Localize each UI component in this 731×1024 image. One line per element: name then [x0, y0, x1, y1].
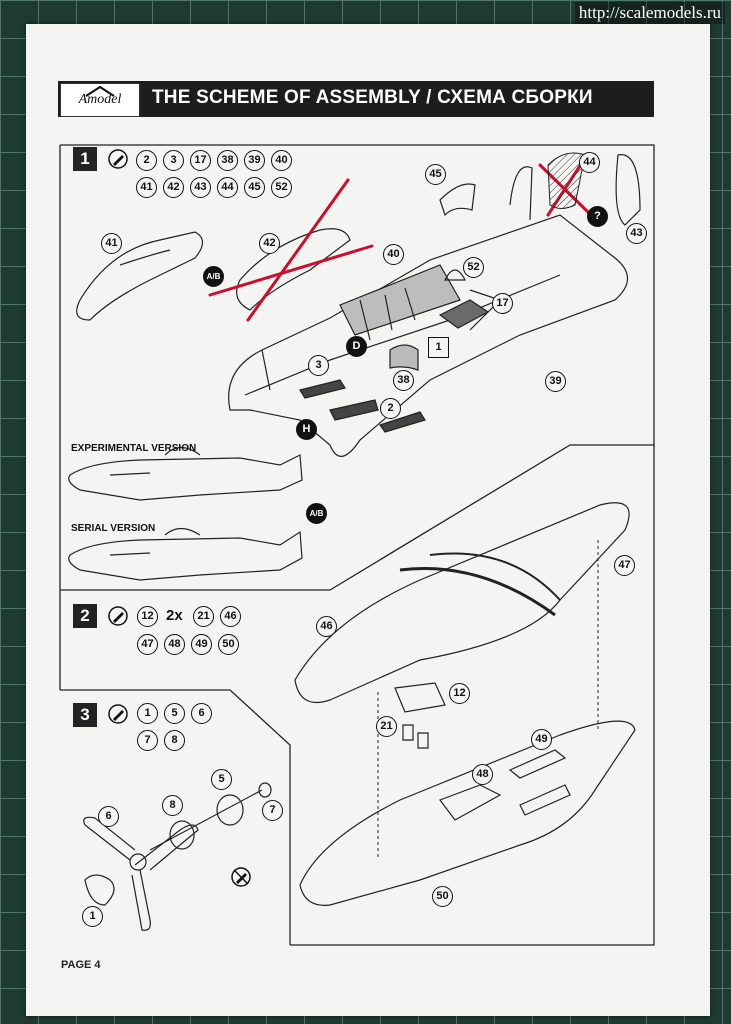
watermark: http://scalemodels.ru — [574, 2, 725, 24]
part-number: 42 — [163, 177, 184, 198]
part-callout: 44 — [579, 152, 600, 173]
marker-question: ? — [587, 206, 608, 227]
part-number: 6 — [191, 703, 212, 724]
step-number: 1 — [73, 147, 97, 171]
part-number: 12 — [137, 606, 158, 627]
part-number: 40 — [271, 150, 292, 171]
part-callout: 50 — [432, 886, 453, 907]
glue-icon — [108, 606, 128, 626]
part-callout: 1 — [82, 906, 103, 927]
part-number: 41 — [136, 177, 157, 198]
part-number: 44 — [217, 177, 238, 198]
part-number: 7 — [137, 730, 158, 751]
glue-icon — [108, 149, 128, 169]
part-number: 43 — [190, 177, 211, 198]
part-callout: 41 — [101, 233, 122, 254]
part-callout: 38 — [393, 370, 414, 391]
part-callout: 45 — [425, 164, 446, 185]
part-callout: 42 — [259, 233, 280, 254]
part-callout: 7 — [262, 800, 283, 821]
part-callout: 17 — [492, 293, 513, 314]
logo-text: Amodel — [78, 92, 122, 107]
part-number: 17 — [190, 150, 211, 171]
version-toggle-ab: A/B — [306, 503, 327, 524]
part-number: 1 — [137, 703, 158, 724]
marker-h: H — [296, 419, 317, 440]
version-toggle-ab: A/B — [203, 266, 224, 287]
version-label-experimental: EXPERIMENTAL VERSION — [71, 443, 197, 454]
part-number: 38 — [217, 150, 238, 171]
part-callout: 2 — [380, 398, 401, 419]
glue-icon — [108, 704, 128, 724]
part-number: 8 — [164, 730, 185, 751]
part-number: 49 — [191, 634, 212, 655]
version-label-serial: SERIAL VERSION — [71, 523, 156, 534]
brand-logo: Amodel — [60, 83, 140, 117]
part-number: 21 — [193, 606, 214, 627]
part-callout: 3 — [308, 355, 329, 376]
part-number: 46 — [220, 606, 241, 627]
part-number: 39 — [244, 150, 265, 171]
part-number: 2 — [136, 150, 157, 171]
part-number: 45 — [244, 177, 265, 198]
part-callout: 21 — [376, 716, 397, 737]
marker-detail: 1 — [428, 337, 449, 358]
part-callout: 40 — [383, 244, 404, 265]
part-number: 50 — [218, 634, 239, 655]
part-number: 47 — [137, 634, 158, 655]
part-callout: 47 — [614, 555, 635, 576]
page-number: PAGE 4 — [61, 959, 101, 971]
page-title: THE SCHEME OF ASSEMBLY / СХЕМА СБОРКИ — [152, 87, 593, 108]
part-callout: 46 — [316, 616, 337, 637]
part-callout: 48 — [472, 764, 493, 785]
part-callout: 43 — [626, 223, 647, 244]
part-callout: 5 — [211, 769, 232, 790]
step-number: 3 — [73, 703, 97, 727]
part-callout: 6 — [98, 806, 119, 827]
no-glue-icon — [231, 867, 251, 887]
part-callout: 8 — [162, 795, 183, 816]
part-number: 3 — [163, 150, 184, 171]
part-number: 52 — [271, 177, 292, 198]
part-callout: 52 — [463, 257, 484, 278]
part-callout: 39 — [545, 371, 566, 392]
part-number: 48 — [164, 634, 185, 655]
part-callout: 49 — [531, 729, 552, 750]
part-number: 5 — [164, 703, 185, 724]
marker-d: D — [346, 336, 367, 357]
step-number: 2 — [73, 604, 97, 628]
header-bar: Amodel THE SCHEME OF ASSEMBLY / СХЕМА СБ… — [58, 81, 654, 117]
part-callout: 12 — [449, 683, 470, 704]
quantity-multiplier: 2x — [166, 607, 183, 624]
